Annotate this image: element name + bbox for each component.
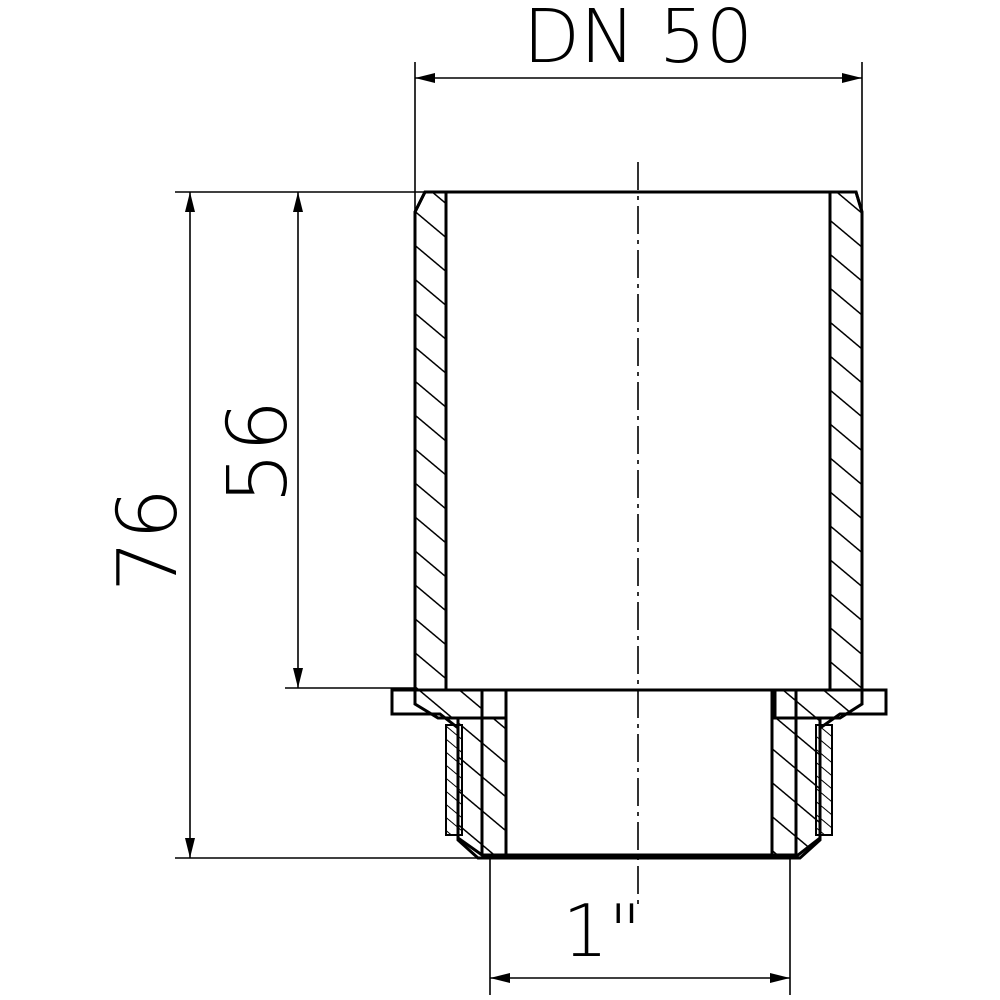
dim-top-width	[414, 62, 863, 212]
dim-socket-depth	[285, 192, 415, 689]
dim-thread-size-label: 1"	[563, 889, 642, 973]
left-upper-wall	[413, 190, 448, 692]
right-thread	[815, 724, 833, 836]
right-upper-wall	[828, 190, 864, 692]
outer-outline	[390, 190, 888, 860]
dim-socket-depth-label: 56	[211, 400, 306, 504]
dim-thread-size	[489, 858, 791, 995]
dim-overall-height-label: 76	[101, 488, 196, 592]
part-section	[390, 190, 888, 860]
left-thread	[445, 724, 463, 836]
dim-top-width-label: DN 50	[523, 0, 753, 80]
